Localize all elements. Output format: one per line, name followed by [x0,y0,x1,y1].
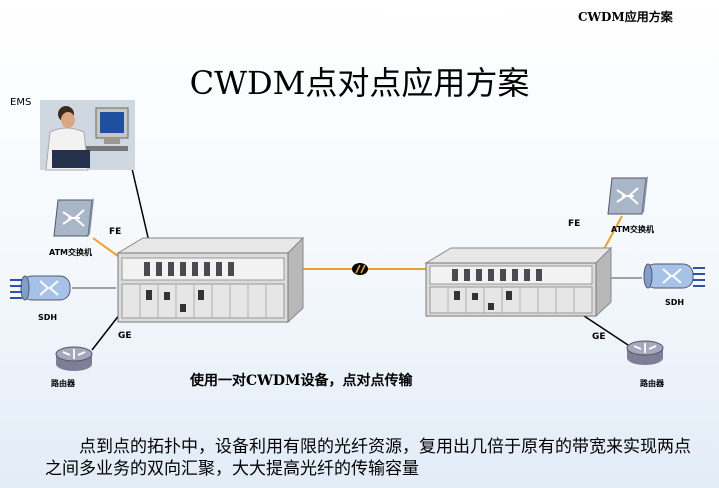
right-sdh-icon [643,263,705,289]
left-sdh-label: SDH [38,313,58,322]
ems-label: EMS [10,97,32,108]
left-router-icon [55,346,93,371]
ems-workstation-icon [40,100,135,171]
description-text: 点到点的拓扑中，设备利用有限的光纤资源，复用出几倍于原有的带宽来实现两点之间多业… [45,437,691,479]
header-label: CWDM应用方案 [578,10,673,24]
right-router-label: 路由器 [640,379,664,388]
ems-link [129,159,151,247]
left-fe-label: FE [109,227,122,237]
right-atm-switch-icon [607,176,648,215]
left-sdh-icon [10,275,71,301]
right-atm-label: ATM交换机 [611,225,654,234]
left-ge-label: GE [118,331,132,341]
left-router-label: 路由器 [51,379,75,388]
left-atm-label: ATM交换机 [49,248,92,257]
diagram-caption: 使用一对CWDM设备，点对点传输 [190,373,413,389]
right-router-icon [626,340,664,365]
page-title: CWDM点对点应用方案 [189,64,530,102]
right-cwdm-chassis [424,246,613,318]
right-sdh-label: SDH [665,298,685,307]
right-ge-label: GE [592,332,606,342]
left-cwdm-chassis [116,236,305,324]
left-atm-switch-icon [53,198,94,237]
fiber-splice-icon [352,263,368,275]
right-fe-label: FE [568,219,581,229]
left-ge-link [91,313,121,351]
